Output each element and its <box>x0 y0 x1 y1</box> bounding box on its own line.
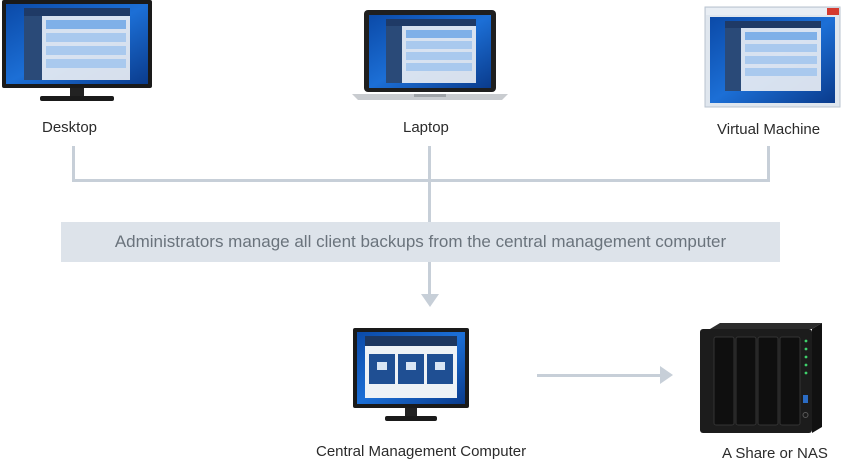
laptop-label: Laptop <box>403 119 449 136</box>
nas-device-icon <box>700 323 822 433</box>
desktop-monitor-icon <box>2 0 152 101</box>
nas-label: A Share or NAS <box>722 445 828 462</box>
desktop-connector-line <box>72 146 75 182</box>
laptop-connector-line <box>428 146 431 222</box>
virtual-machine-label: Virtual Machine <box>717 121 821 138</box>
down-connector-line <box>428 262 431 296</box>
management-banner: Administrators manage all client backups… <box>61 222 780 262</box>
vm-connector-line <box>767 146 770 182</box>
laptop-icon <box>352 10 508 100</box>
right-arrow-icon <box>660 366 673 384</box>
central-computer-label: Central Management Computer <box>316 443 527 460</box>
right-connector-line <box>537 374 661 377</box>
horizontal-connector-line <box>72 179 770 182</box>
central-computer-monitor-icon <box>353 328 469 421</box>
down-arrow-icon <box>421 294 439 307</box>
banner-text: Administrators manage all client backups… <box>114 232 727 251</box>
desktop-label: Desktop <box>42 119 98 136</box>
virtual-machine-window-icon <box>704 6 841 108</box>
